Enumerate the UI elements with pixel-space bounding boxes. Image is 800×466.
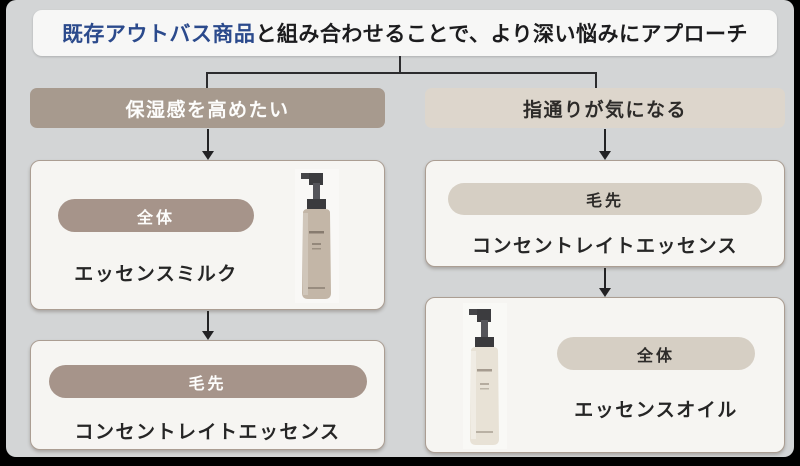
essence-milk-bottle-image	[294, 169, 340, 308]
arrow-gap	[30, 310, 385, 340]
arrow-gap	[425, 267, 785, 297]
branch-right-header: 指通りが気になる	[425, 88, 785, 128]
product-name: エッセンスオイル	[574, 400, 738, 421]
scope-pill-label: 毛先	[585, 193, 624, 210]
arrow-gap	[425, 128, 785, 160]
diagram-canvas: 既存アウトバス商品と組み合わせることで、より深い悩みにアプローチ 保湿感を高めた…	[6, 0, 794, 457]
down-arrow-icon	[599, 267, 611, 297]
product-name: コンセントレイトエッセンス	[74, 422, 341, 443]
product-name: エッセンスミルク	[74, 264, 238, 285]
letterbox-bar	[0, 457, 800, 466]
title-highlight-text: 既存アウトバス商品	[61, 23, 256, 46]
connector-horizontal	[206, 72, 597, 74]
card-concentrate-essence-right: 毛先 コンセントレイトエッセンス	[425, 160, 785, 267]
scope-pill-label: 全体	[136, 209, 175, 227]
branch-left-title: 保湿感を高めたい	[125, 99, 290, 121]
card-essence-milk: 全体 エッセンスミルク	[30, 160, 385, 310]
down-arrow-icon	[599, 128, 611, 160]
card-concentrate-essence-left: 毛先 コンセントレイトエッセンス	[30, 340, 385, 450]
card-essence-oil: 全体 エッセンスオイル	[425, 297, 785, 453]
down-arrow-icon	[201, 128, 214, 160]
scope-pill: 毛先	[448, 183, 762, 215]
scope-pill: 全体	[557, 337, 755, 370]
scope-pill: 毛先	[48, 365, 367, 398]
scope-pill-label: 毛先	[188, 375, 227, 393]
scope-pill: 全体	[58, 199, 254, 232]
product-name: コンセントレイトエッセンス	[471, 236, 739, 257]
branch-right-title: 指通りが気になる	[522, 99, 687, 121]
down-arrow-icon	[201, 310, 214, 340]
connector-drop-right	[595, 72, 597, 88]
connector-drop-left	[206, 72, 208, 88]
scope-pill-label: 全体	[636, 347, 675, 365]
arrow-gap	[30, 128, 385, 160]
branch-left: 保湿感を高めたい 全体 エッセンスミルク	[30, 88, 385, 450]
connector-stub	[399, 56, 401, 72]
essence-oil-bottle-image	[462, 303, 508, 454]
diagram-title: 既存アウトバス商品と組み合わせることで、より深い悩みにアプローチ	[33, 10, 777, 56]
branch-right: 指通りが気になる 毛先 コンセントレイトエッセンス	[425, 88, 785, 453]
branch-left-header: 保湿感を高めたい	[30, 88, 385, 128]
title-rest-text: と組み合わせることで、より深い悩みにアプローチ	[255, 23, 749, 46]
